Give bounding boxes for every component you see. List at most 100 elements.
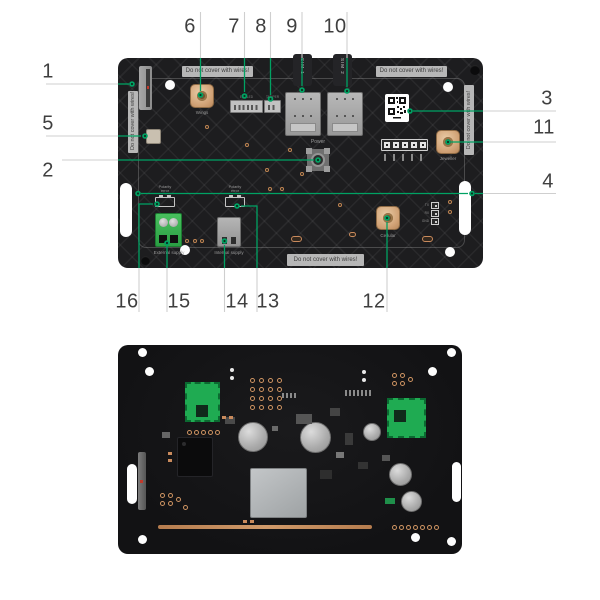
solder-pad xyxy=(229,416,233,419)
power-label: Power xyxy=(310,139,326,145)
via xyxy=(362,378,366,382)
callout-number-6: 6 xyxy=(184,15,196,38)
via xyxy=(413,525,418,530)
do-not-cover-badge-top-right: Do not cover with wires! xyxy=(376,66,447,77)
via-pad xyxy=(200,239,204,243)
jeweller-label: Jeweller xyxy=(439,156,457,161)
corner-hole xyxy=(141,256,150,265)
internal-supply-connector xyxy=(217,217,241,247)
capacitor xyxy=(299,421,331,453)
via-pad xyxy=(265,168,269,172)
via xyxy=(420,525,425,530)
via-pad xyxy=(288,148,292,152)
smd-component xyxy=(336,452,344,458)
via-pad xyxy=(205,125,209,129)
patch-via xyxy=(215,430,220,435)
via-pad xyxy=(245,143,249,147)
sim1-slot xyxy=(285,92,321,136)
hole xyxy=(447,537,456,546)
via xyxy=(427,525,432,530)
power-button xyxy=(306,148,330,172)
green-component xyxy=(385,498,395,504)
copper-strip xyxy=(158,525,372,529)
via-pad xyxy=(185,239,189,243)
polarity-error-label-right: Polarity error xyxy=(228,185,242,193)
via-pad xyxy=(448,200,452,204)
mounting-slot-left xyxy=(127,464,137,504)
mcu-chip xyxy=(177,437,213,477)
callout-number-4: 4 xyxy=(542,170,554,193)
smd-component xyxy=(225,417,235,424)
callout-number-16: 16 xyxy=(115,290,139,313)
callout-number-12: 12 xyxy=(362,290,386,313)
smd-component xyxy=(162,432,170,438)
rx-label: RX xyxy=(424,211,429,215)
via-pad xyxy=(280,187,284,191)
solder-pad xyxy=(222,416,226,419)
screw-hole xyxy=(165,80,175,90)
sim2-tab-label: SIM 2 xyxy=(340,58,345,75)
corner-hole xyxy=(470,65,480,75)
tamper-connector xyxy=(264,100,281,113)
solder-pad xyxy=(168,452,172,455)
ext-led-connector xyxy=(230,100,263,113)
sim2-slot xyxy=(327,92,363,136)
uart-pin-gnd xyxy=(431,218,439,225)
solder-pad xyxy=(291,236,302,242)
pad-grid xyxy=(250,378,284,412)
capacitor xyxy=(238,422,268,452)
via xyxy=(168,501,173,506)
small-module xyxy=(146,129,161,144)
via xyxy=(168,493,173,498)
via-pad xyxy=(338,203,342,207)
antenna-patch-right xyxy=(387,398,426,438)
wings-antenna xyxy=(190,84,214,108)
capacitor xyxy=(400,490,422,512)
solder-pad xyxy=(243,520,247,523)
via xyxy=(230,376,234,380)
via xyxy=(176,497,181,502)
external-supply-label: External supply xyxy=(153,250,185,255)
callout-number-5: 5 xyxy=(42,112,54,135)
hole xyxy=(138,535,147,544)
smd-component xyxy=(272,426,278,431)
patch-via xyxy=(194,430,199,435)
rf-shield xyxy=(250,468,307,518)
external-supply-terminal xyxy=(155,213,182,247)
via xyxy=(400,373,405,378)
sim1-tab-label: SIM 1 xyxy=(300,58,305,75)
jeweller-antenna xyxy=(436,130,460,154)
via xyxy=(434,525,439,530)
patch-via xyxy=(187,430,192,435)
patch-via xyxy=(201,430,206,435)
callout-number-10: 10 xyxy=(323,15,347,38)
callout-number-2: 2 xyxy=(42,159,54,182)
via xyxy=(160,501,165,506)
via-pad xyxy=(448,210,452,214)
uart-pin-rx xyxy=(431,210,439,217)
smd-component xyxy=(345,433,353,445)
hole xyxy=(138,348,147,357)
mounting-slot-right xyxy=(459,181,471,235)
callout-number-15: 15 xyxy=(167,290,191,313)
cellular-label: Cellular xyxy=(380,233,396,238)
do-not-cover-badge-top-left: Do not cover with wires! xyxy=(182,66,253,77)
capacitor xyxy=(363,423,381,441)
qr-code xyxy=(385,94,409,122)
via xyxy=(392,525,397,530)
do-not-cover-badge-right: Do not cover with wires! xyxy=(464,85,474,155)
hole xyxy=(428,367,437,376)
internal-supply-label: Internal supply xyxy=(214,250,244,255)
tamper-label: TAMPER xyxy=(265,95,280,99)
via-pad xyxy=(268,187,272,191)
smd-component xyxy=(358,462,368,469)
connector-footprint xyxy=(345,390,373,396)
solder-pad xyxy=(422,236,433,242)
via-pad xyxy=(300,172,304,176)
cellular-antenna xyxy=(376,206,400,230)
sim1-tab: SIM 1 xyxy=(293,54,312,86)
smd-component xyxy=(296,414,312,424)
do-not-cover-badge-bottom: Do not cover with wires! xyxy=(287,254,364,266)
callout-number-7: 7 xyxy=(228,15,240,38)
